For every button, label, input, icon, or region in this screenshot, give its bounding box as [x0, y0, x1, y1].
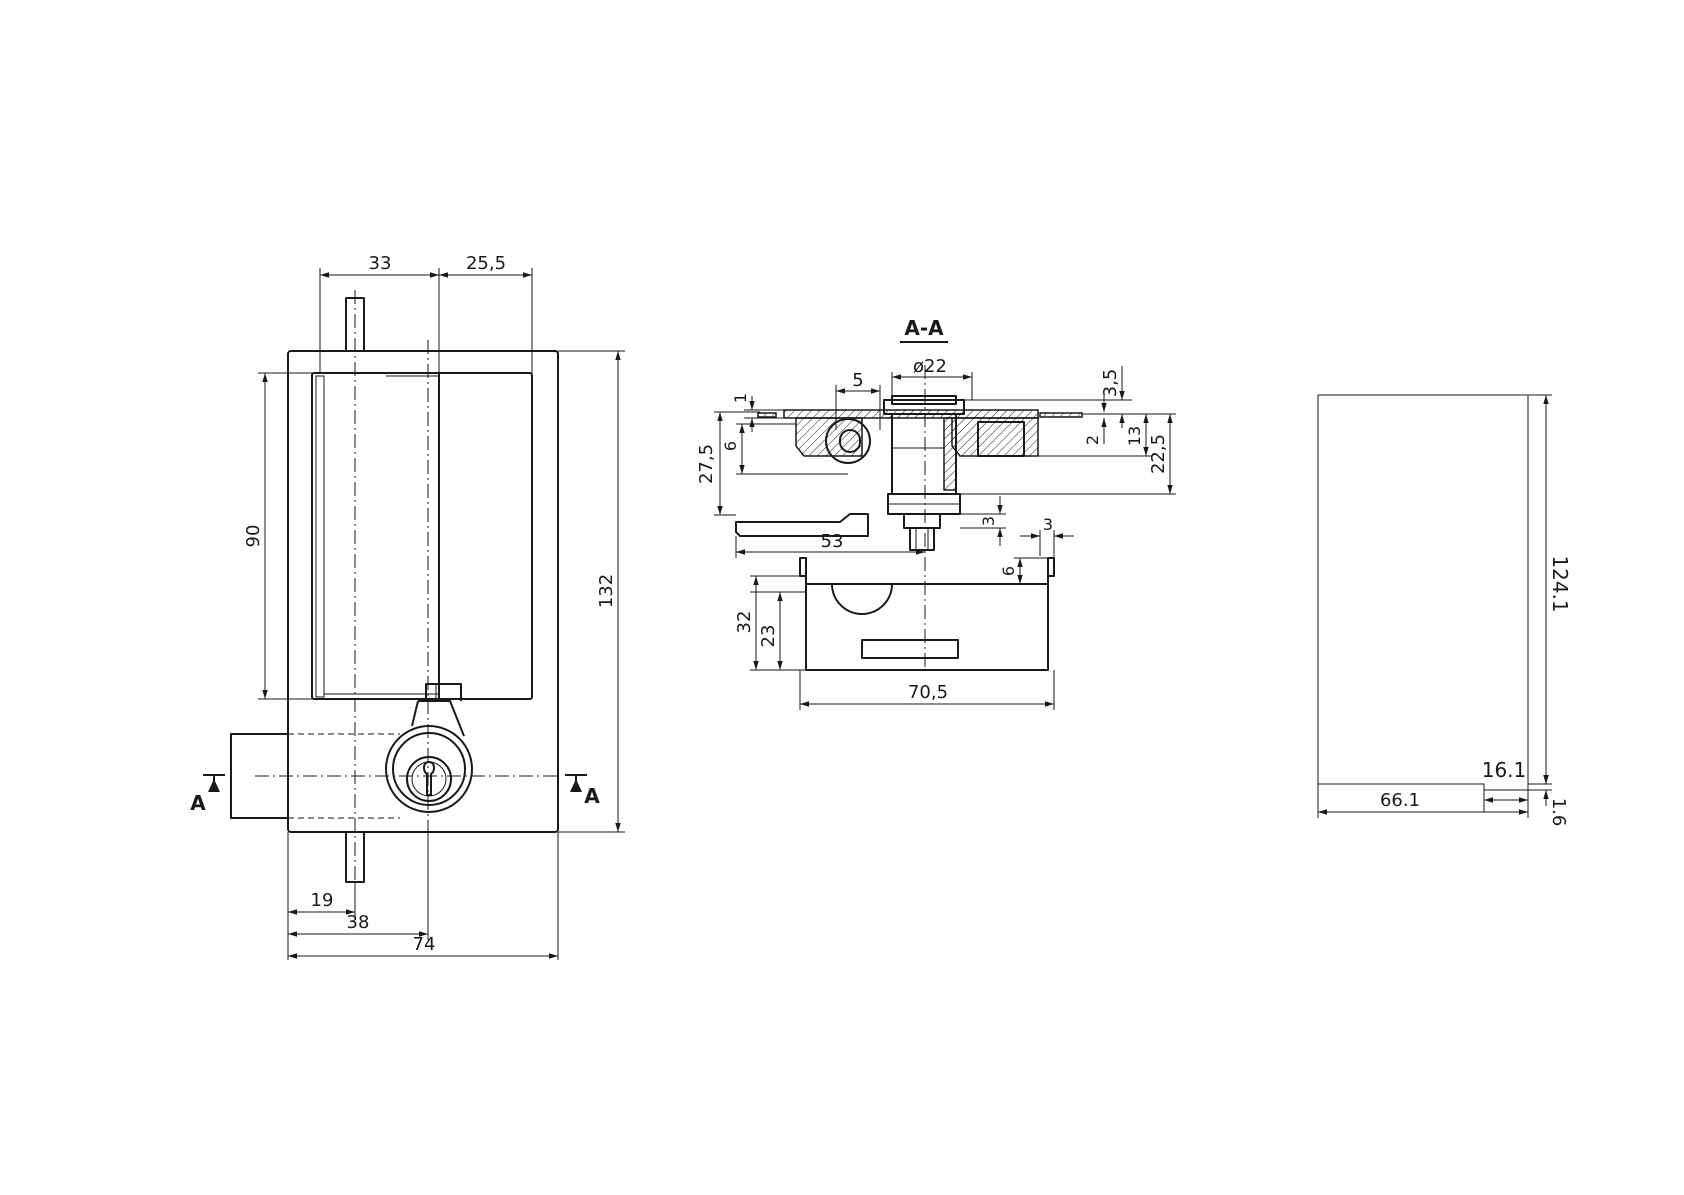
dim-label-27-5: 27,5: [696, 444, 717, 484]
dim-label-19: 19: [311, 890, 334, 911]
dim-label-25-5: 25,5: [466, 253, 506, 274]
dim-label-53: 53: [821, 531, 844, 552]
section-label-right: A: [584, 784, 600, 808]
dim-label-66-1: 66.1: [1380, 790, 1420, 811]
lock-cylinder-outer: [385, 725, 473, 813]
cutout-view: 124.1 16.1 1.6 66.1: [1317, 394, 1572, 827]
dim-label-16-1: 16.1: [1482, 758, 1527, 782]
cam-arm-left: [411, 700, 419, 727]
handle-lip: [315, 375, 325, 698]
dim-label-6-right: 6: [999, 566, 1018, 576]
panel-sheet-left: [757, 412, 777, 418]
front-view: 33 25,5 90 132 19 38 74 A: [190, 253, 625, 960]
dim-label-2: 2: [1083, 435, 1102, 445]
dim-label-33: 33: [369, 253, 392, 274]
cam-arm-right: [418, 700, 465, 737]
lock-cylinder-inner: [411, 761, 447, 797]
dim-label-1-6: 1.6: [1548, 798, 1569, 827]
dim-label-dia22: ø22: [913, 356, 947, 377]
housing-right: [951, 417, 1039, 457]
dim-label-3-5: 3,5: [1100, 369, 1121, 398]
keyhole-icon: [423, 761, 435, 796]
dim-label-13: 13: [1125, 426, 1144, 446]
dim-label-74: 74: [413, 934, 436, 955]
handle-recess: [311, 372, 533, 700]
lock-body-outline: [287, 350, 559, 833]
dim-label-6: 6: [721, 441, 740, 451]
dim-label-124-1: 124.1: [1548, 555, 1572, 612]
lock-cylinder-core: [406, 756, 452, 802]
bracket-notch: [831, 583, 893, 615]
housing-right-pocket: [977, 421, 1025, 457]
cam-arm: [735, 513, 869, 537]
dim-label-22-5: 22,5: [1148, 434, 1169, 474]
bracket-slot: [861, 639, 959, 659]
panel-sheet-right: [1039, 412, 1083, 418]
dim-label-70-5: 70,5: [908, 682, 948, 703]
section-marker-left: A: [190, 774, 225, 815]
dim-label-3-right: 3: [1043, 515, 1053, 534]
dim-label-32: 32: [734, 611, 755, 634]
cylinder-wall: [943, 417, 957, 491]
cylinder-cap: [891, 395, 957, 405]
cam-screw: [909, 527, 935, 551]
dim-label-5: 5: [852, 370, 863, 391]
section-title: A-A: [904, 316, 944, 340]
section-view: A-A: [696, 316, 1176, 710]
bolt-shaft: [825, 418, 871, 464]
section-label-left: A: [190, 791, 206, 815]
lock-cylinder-ring: [392, 732, 466, 806]
dim-label-38: 38: [347, 912, 370, 933]
panel-cutout-outline: [1317, 394, 1529, 791]
dim-label-23: 23: [758, 625, 779, 648]
cam-screw-washer: [903, 513, 941, 529]
section-marker-right: A: [565, 774, 600, 808]
dim-label-90: 90: [243, 525, 264, 548]
dim-label-3-mid: 3: [979, 516, 998, 526]
dim-label-132: 132: [596, 574, 617, 608]
dim-label-1: 1: [731, 393, 750, 403]
bolt-hole: [839, 429, 861, 453]
cam-link: [425, 683, 462, 701]
bracket-profile: [799, 557, 1055, 671]
